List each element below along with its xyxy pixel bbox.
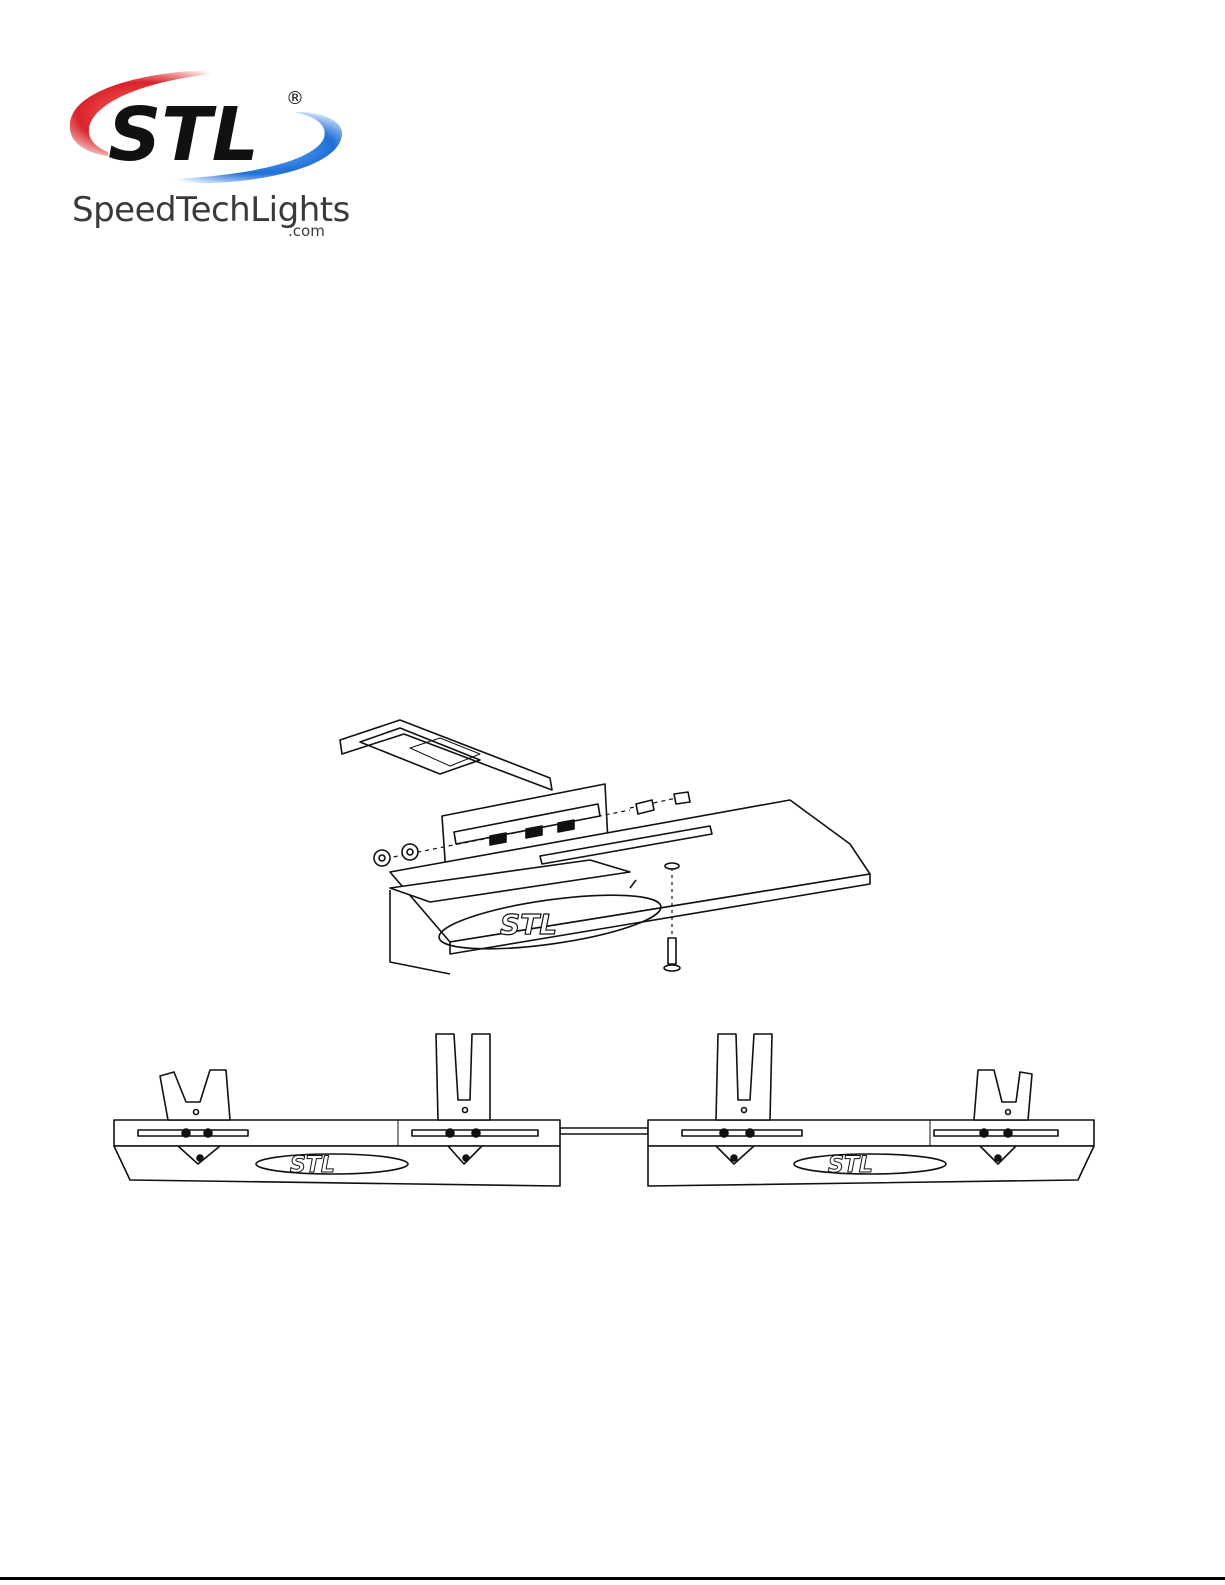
logo-mark-text: STL — [108, 92, 259, 178]
right-lightbar-section: STL — [648, 1034, 1094, 1186]
left-bar-emboss-text: STL — [290, 1153, 335, 1178]
footer-rule — [0, 1577, 1225, 1580]
bracket-emboss-text: STL — [500, 908, 557, 941]
right-bar-emboss-text: STL — [828, 1153, 873, 1178]
bracket-mounting-diagram: STL — [330, 712, 890, 992]
registered-mark: ® — [286, 88, 304, 109]
lightbar-assembly-diagram: STL STL — [108, 1022, 1108, 1194]
left-lightbar-section: STL — [114, 1034, 560, 1186]
brand-domain: .com — [288, 222, 325, 240]
